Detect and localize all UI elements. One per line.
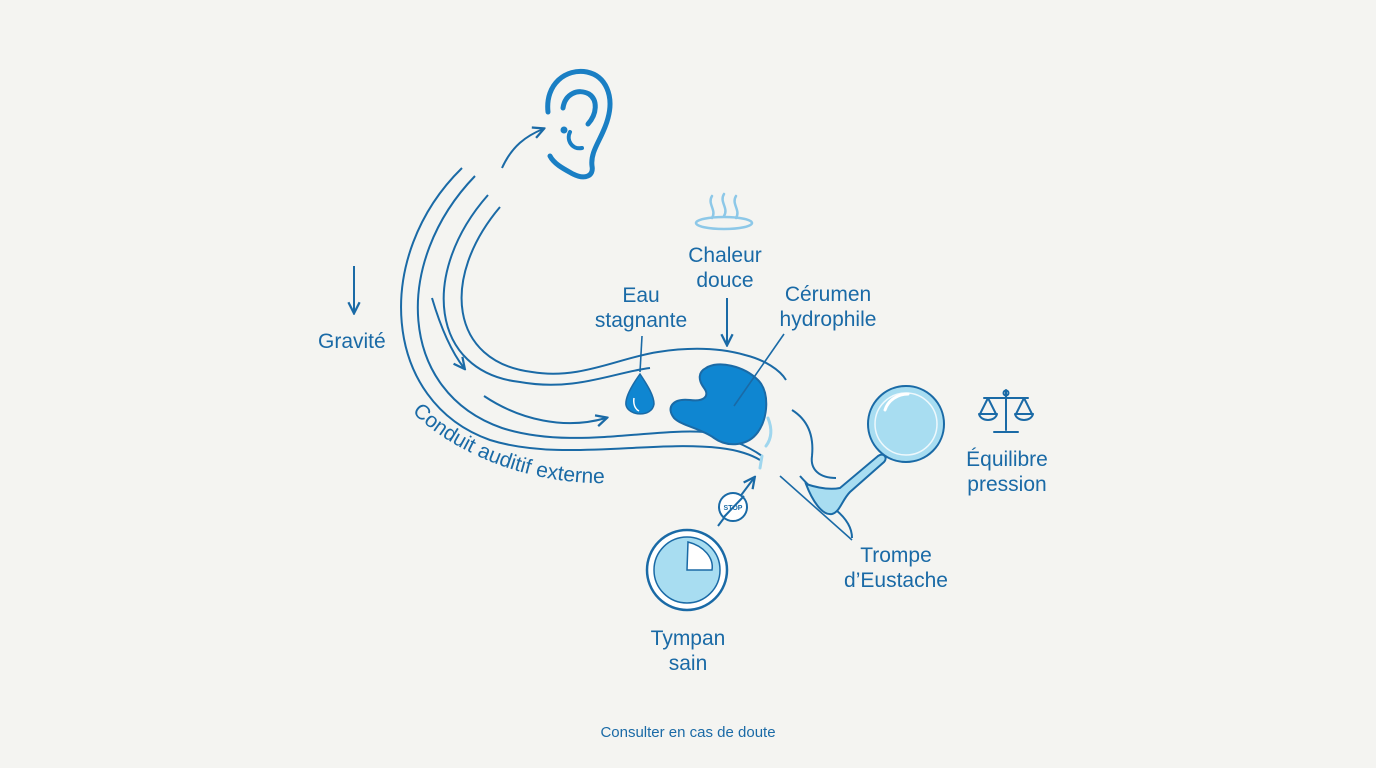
water-label-line-2: stagnante xyxy=(594,309,688,332)
eardrum-icon xyxy=(645,528,729,612)
eardrum-label-line-1: Tympan xyxy=(650,627,726,650)
water-label-line-1: Eau xyxy=(622,284,660,307)
cerumen-blob-icon xyxy=(669,363,768,446)
eustachian-label-line-2: d’Eustache xyxy=(844,569,948,592)
steam-icon xyxy=(694,192,754,231)
eustachian-tube xyxy=(791,385,945,539)
eardrum-label: Tympan sain xyxy=(651,626,726,676)
water-drop-icon xyxy=(625,372,655,415)
eustachian-label-line-1: Trompe xyxy=(860,544,932,567)
cerumen-label-line-1: Cérumen xyxy=(784,283,872,306)
eustachian-leader-line xyxy=(779,475,853,541)
cerumen-label-line-2: hydrophile xyxy=(779,308,877,331)
ear-icon xyxy=(545,68,613,180)
heat-label-line-1: Chaleur xyxy=(688,244,762,267)
cerumen-label: Cérumen hydrophile xyxy=(780,282,877,332)
eustachian-bulb-icon xyxy=(867,385,945,463)
heat-label-line-2: douce xyxy=(696,269,754,292)
balance-label-line-1: Équilibre xyxy=(966,448,1048,471)
stop-sign-icon: STOP xyxy=(718,492,748,522)
eardrum-label-line-2: sain xyxy=(668,652,708,675)
water-leader-line xyxy=(639,335,643,373)
balance-label-line-2: pression xyxy=(967,473,1047,496)
footer-note: Consulter en cas de doute xyxy=(600,724,776,741)
canal-end-marks xyxy=(758,416,773,470)
ear-arrow xyxy=(501,129,543,169)
balance-label: Équilibre pression xyxy=(966,447,1048,497)
canal-arrow-inner xyxy=(431,297,464,368)
heat-label: Chaleur douce xyxy=(688,243,762,293)
balance-scale-icon xyxy=(978,389,1034,433)
canal-arrow-outer xyxy=(483,395,606,423)
eustachian-label: Trompe d’Eustache xyxy=(844,543,948,593)
water-drop-highlight xyxy=(633,397,640,412)
gravity-label: Gravité xyxy=(318,330,386,353)
water-label: Eau stagnante xyxy=(595,283,687,333)
cerumen-leader-line xyxy=(733,333,785,407)
